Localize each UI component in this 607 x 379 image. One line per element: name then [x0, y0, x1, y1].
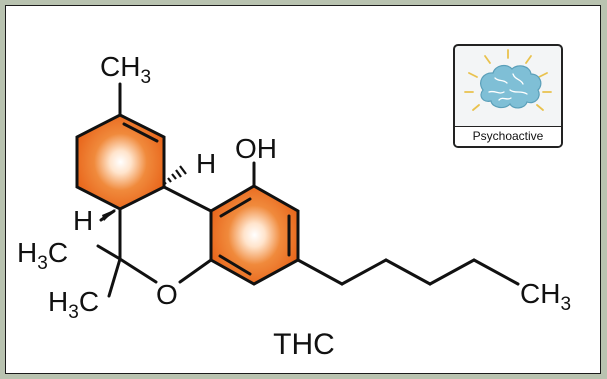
thc-structure-diagram: CH3 OH H H H3C H3C O CH3 — [17, 51, 571, 323]
ring-c-fill — [209, 184, 300, 286]
wedge-bond — [102, 209, 116, 221]
brain-folds — [488, 73, 528, 101]
atom-oh: OH — [235, 133, 277, 164]
molecule-panel: CH3 OH H H H3C H3C O CH3 — [5, 5, 601, 374]
ring-a-fill — [75, 113, 166, 211]
atom-ch3-top: CH3 — [100, 51, 151, 88]
atom-h-top: H — [196, 148, 216, 179]
bonds — [96, 82, 520, 298]
rays — [464, 49, 552, 111]
brain-shape — [480, 64, 542, 109]
hashed-bond — [163, 165, 187, 185]
badge-label: Psychoactive — [455, 126, 561, 146]
atom-o-ring: O — [156, 279, 178, 310]
psychoactive-badge: Psychoactive — [453, 44, 563, 148]
atom-h-left: H — [73, 205, 93, 236]
atom-h3c-upper: H3C — [17, 237, 68, 274]
brain-icon — [464, 49, 552, 111]
atom-h3c-lower: H3C — [48, 286, 99, 323]
atom-ch3-right: CH3 — [520, 278, 571, 315]
molecule-title: THC — [273, 328, 335, 361]
